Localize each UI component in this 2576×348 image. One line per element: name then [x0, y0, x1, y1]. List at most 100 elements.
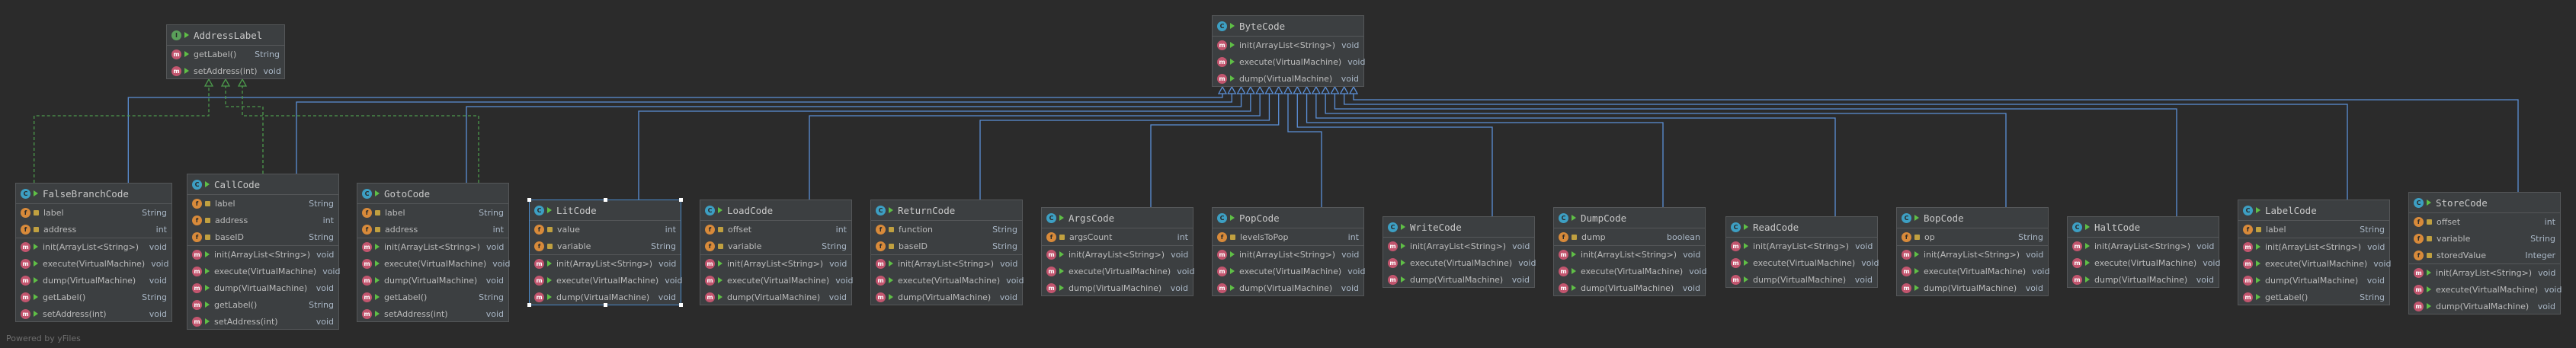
selection-handle[interactable]: [527, 303, 531, 307]
selection-handle[interactable]: [679, 198, 683, 202]
selection-handle[interactable]: [604, 198, 607, 202]
selection-handle[interactable]: [679, 303, 683, 307]
selection-handle[interactable]: [604, 303, 607, 307]
selection-handle[interactable]: [527, 198, 531, 202]
